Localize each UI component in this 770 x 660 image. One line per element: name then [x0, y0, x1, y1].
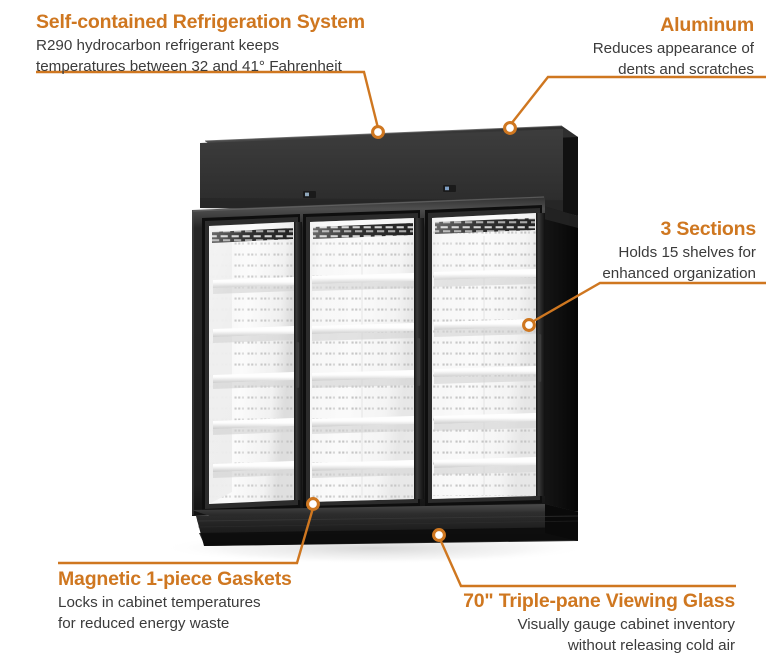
callout-glass-body-line-1: Visually gauge cabinet inventory: [517, 615, 735, 633]
callout-gaskets: Magnetic 1-piece Gaskets Locks in cabine…: [58, 568, 292, 634]
callout-glass-body-line-2: without releasing cold air: [567, 637, 735, 655]
callout-refrigeration: Self-contained Refrigeration System R290…: [36, 11, 365, 77]
callout-sections-body-line-2: enhanced organization: [602, 265, 756, 283]
callout-gaskets-body-line-1: Locks in cabinet temperatures: [58, 593, 261, 611]
callout-glass: 70" Triple-pane Viewing Glass Visually g…: [463, 590, 735, 656]
callout-gaskets-title: Magnetic 1-piece Gaskets: [58, 568, 292, 590]
door-1: [202, 214, 302, 512]
base-kickplate: [192, 504, 579, 546]
callout-aluminum-title: Aluminum: [660, 14, 754, 36]
door-2: [303, 210, 424, 509]
control-plates: [303, 185, 456, 198]
callout-sections-title: 3 Sections: [660, 218, 756, 240]
callout-aluminum-body-line-2: dents and scratches: [618, 61, 754, 79]
callout-refrigeration-body-line-1: R290 hydrocarbon refrigerant keeps: [36, 36, 280, 54]
cabinet-side-panel: [540, 205, 578, 512]
callout-gaskets-body-line-2: for reduced energy waste: [58, 615, 230, 633]
callout-sections-body-line-1: Holds 15 shelves for: [618, 243, 756, 261]
callout-sections: 3 Sections Holds 15 shelves for enhanced…: [602, 218, 756, 284]
door-handle-1: [296, 342, 300, 388]
callout-refrigeration-title: Self-contained Refrigeration System: [36, 11, 365, 33]
door-3: [425, 205, 545, 506]
callout-aluminum-body-line-1: Reduces appearance of: [592, 39, 754, 57]
door-handle-2: [417, 338, 421, 386]
door-handle-3: [538, 334, 542, 382]
callout-refrigeration-body-line-2: temperatures between 32 and 41° Fahrenhe…: [36, 58, 342, 76]
callout-glass-title: 70" Triple-pane Viewing Glass: [463, 590, 735, 612]
callout-aluminum: Aluminum Reduces appearance of dents and…: [593, 14, 754, 80]
